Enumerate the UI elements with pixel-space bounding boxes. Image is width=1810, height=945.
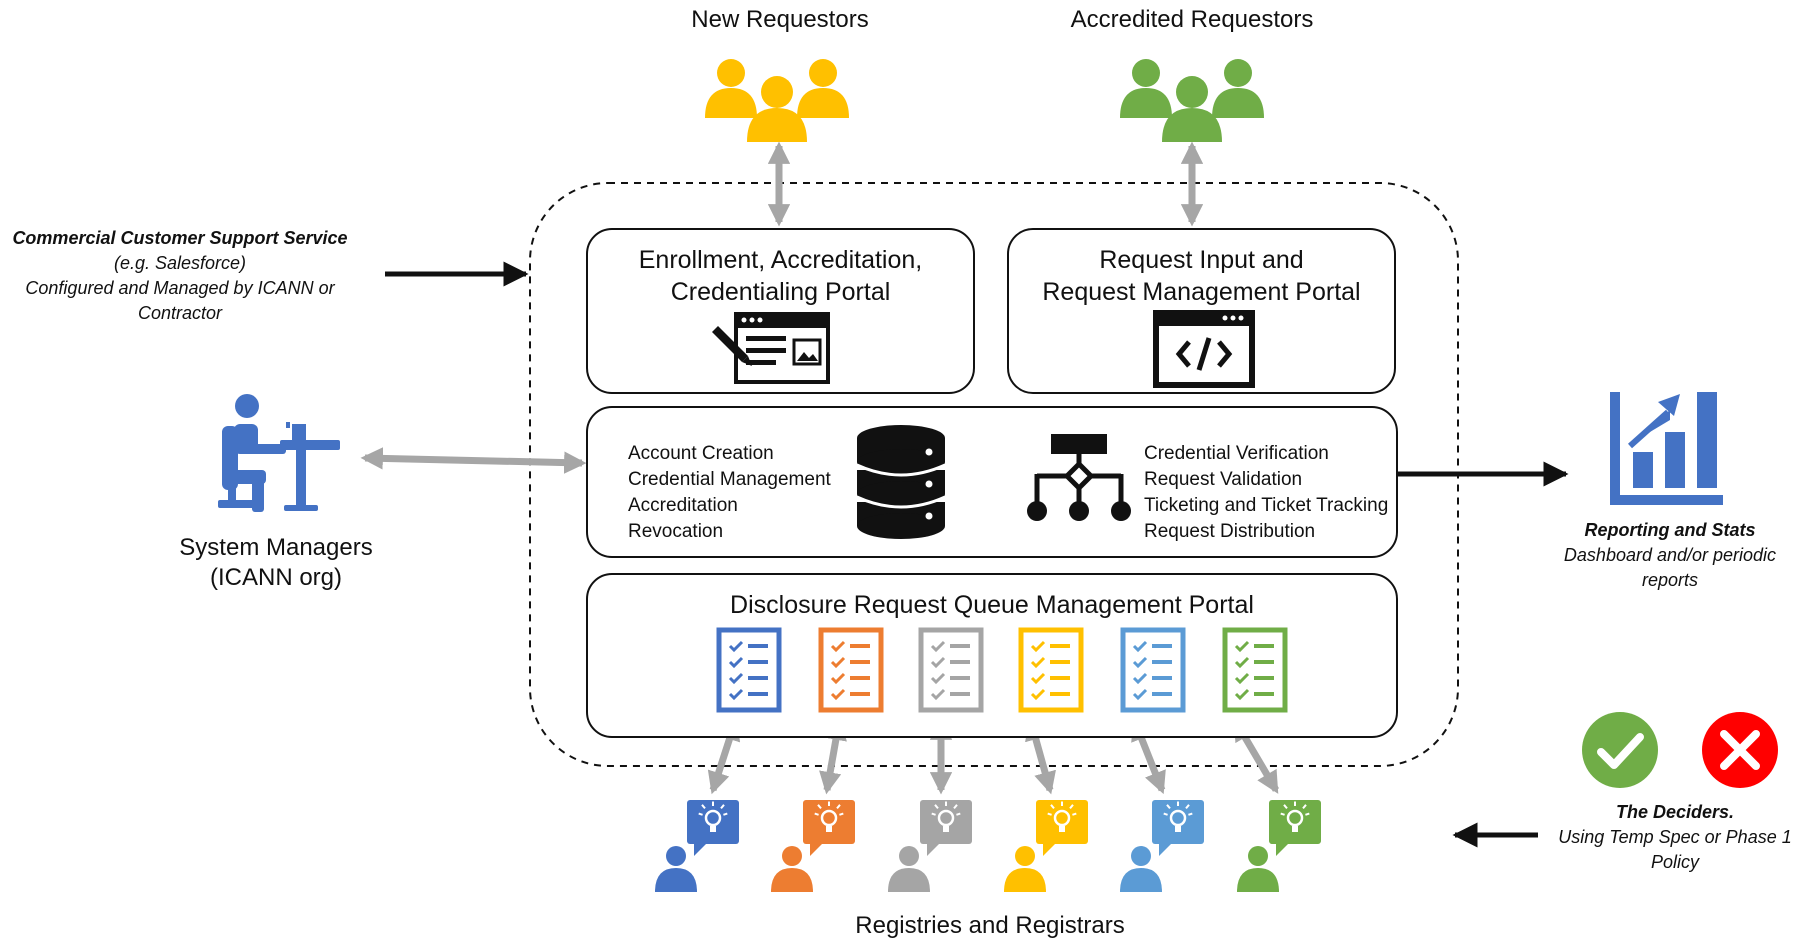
list-item: Ticketing and Ticket Tracking	[1144, 495, 1389, 516]
request-portal: Request Input and Request Management Por…	[1007, 228, 1396, 394]
checklist-icon	[1120, 627, 1186, 713]
database-icon	[856, 425, 946, 539]
code-window-icon	[1153, 310, 1255, 388]
queue-portal-title: Disclosure Request Queue Management Port…	[730, 591, 1254, 619]
registries-label: Registries and Registrars	[855, 912, 1125, 939]
checklist-icon	[1222, 627, 1288, 713]
core-functions: Account Creation Credential Management A…	[586, 406, 1398, 558]
checklist-icon	[716, 627, 782, 713]
check-circle-icon	[1582, 712, 1658, 788]
accredited-requestors-label: Accredited Requestors	[1070, 6, 1314, 33]
reporting-note: Reporting and Stats Dashboard and/or per…	[1520, 518, 1810, 593]
people-group-icon	[1120, 59, 1264, 142]
request-functions-list: Credential Verification Request Validati…	[1144, 441, 1388, 545]
customer-support-title: Commercial Customer Support Service	[12, 228, 348, 248]
person-with-idea-bubble-icon	[655, 800, 739, 892]
request-portal-title: Request Input and Request Management Por…	[1009, 244, 1394, 308]
person-with-idea-bubble-icon	[771, 800, 855, 892]
new-requestors-label: New Requestors	[691, 6, 869, 33]
system-managers-line1: System Managers	[179, 534, 373, 561]
request-portal-title-line2: Request Management Portal	[1042, 278, 1361, 306]
person-with-idea-bubble-icon	[1120, 800, 1204, 892]
checklist-group	[716, 627, 1288, 713]
deciders-title: The Deciders.	[1615, 802, 1735, 822]
customer-support-example: (e.g. Salesforce)	[113, 253, 247, 273]
system-managers-connector	[360, 447, 587, 474]
reporting-line2: reports	[1641, 570, 1699, 590]
account-functions-list: Account Creation Credential Management A…	[628, 441, 831, 545]
list-item: Request Distribution	[1144, 521, 1316, 542]
customer-support-line2: Contractor	[137, 303, 223, 323]
enrollment-portal-title: Enrollment, Accreditation, Credentialing…	[588, 244, 973, 308]
list-item: Credential Verification	[1144, 443, 1329, 464]
deciders-note: The Deciders. Using Temp Spec or Phase 1…	[1540, 800, 1810, 875]
person-with-idea-bubble-icon	[888, 800, 972, 892]
web-form-icon	[712, 312, 830, 384]
x-circle-icon	[1702, 712, 1778, 788]
enrollment-portal-title-line2: Credentialing Portal	[670, 278, 891, 306]
people-group-icon	[705, 59, 849, 142]
system-managers-line2: (ICANN org)	[209, 564, 342, 591]
customer-support-note: Commercial Customer Support Service (e.g…	[0, 226, 360, 326]
queue-portal: Disclosure Request Queue Management Port…	[586, 573, 1398, 738]
workflow-icon	[1027, 434, 1131, 521]
list-item: Request Validation	[1144, 469, 1303, 490]
bar-chart-icon	[1610, 392, 1723, 505]
list-item: Revocation	[628, 521, 724, 542]
list-item: Account Creation	[628, 443, 774, 464]
checklist-icon	[818, 627, 884, 713]
deciders-line2: Policy	[1650, 852, 1699, 872]
person-with-idea-bubble-icon	[1237, 800, 1321, 892]
system-managers-label: System Managers (ICANN org)	[146, 533, 406, 593]
person-at-desk-icon	[218, 394, 340, 512]
reporting-line1: Dashboard and/or periodic	[1563, 545, 1777, 565]
request-portal-title-line1: Request Input and	[1099, 246, 1304, 274]
customer-support-line1: Configured and Managed by ICANN or	[25, 278, 335, 298]
deciders-line1: Using Temp Spec or Phase 1	[1558, 827, 1792, 847]
checklist-icon	[1018, 627, 1084, 713]
list-item: Accreditation	[628, 495, 738, 516]
enrollment-portal-title-line1: Enrollment, Accreditation,	[638, 246, 923, 274]
list-item: Credential Management	[628, 469, 831, 490]
person-with-idea-bubble-icon	[1004, 800, 1088, 892]
enrollment-portal: Enrollment, Accreditation, Credentialing…	[586, 228, 975, 394]
reporting-title: Reporting and Stats	[1584, 520, 1756, 540]
checklist-icon	[918, 627, 984, 713]
